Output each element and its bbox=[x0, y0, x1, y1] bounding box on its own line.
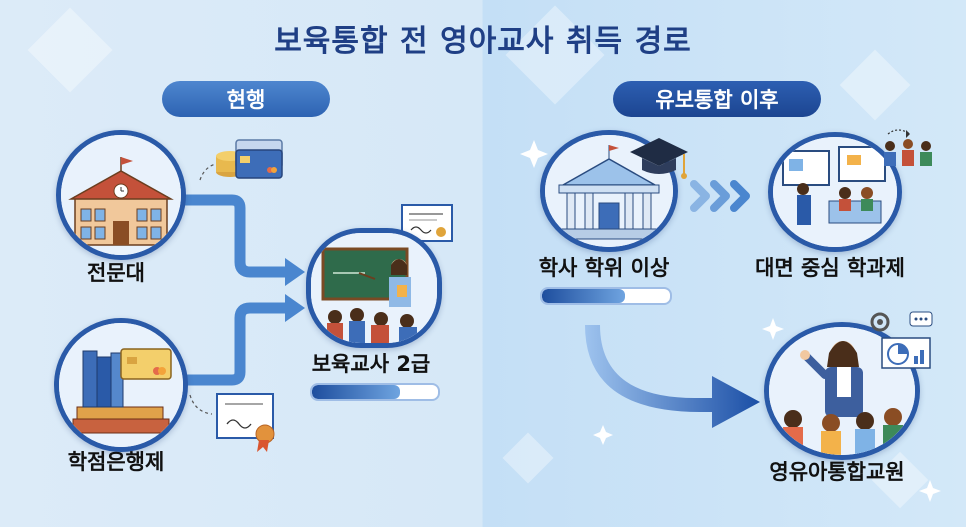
dashed-arrow-bottom bbox=[189, 394, 213, 415]
childcare-teacher-circle bbox=[306, 228, 442, 348]
sparkle-icons bbox=[520, 140, 941, 502]
childcare-teacher-progress-fill bbox=[312, 385, 401, 399]
integrated-teacher-circle bbox=[764, 322, 920, 460]
group-people-icon bbox=[884, 129, 932, 166]
bachelor-progress-fill bbox=[542, 289, 626, 303]
section-pill-current-label: 현행 bbox=[226, 88, 266, 112]
graduation-cap-icon bbox=[630, 138, 688, 179]
section-pill-after-label: 유보통합 이후 bbox=[655, 88, 779, 112]
books-icon bbox=[59, 323, 183, 447]
big-curved-arrow bbox=[585, 325, 760, 428]
university-building-icon bbox=[545, 135, 673, 247]
chevron-arrows-icon bbox=[690, 180, 750, 212]
integrated-teacher-label: 영유아통합교원 bbox=[769, 460, 905, 484]
junior-college-label: 전문대 bbox=[87, 261, 145, 285]
childcare-teacher-label: 보육교사 2급 bbox=[311, 352, 431, 376]
arrow-junior-college-head bbox=[285, 258, 305, 286]
childcare-teacher-progress-bar bbox=[310, 383, 440, 401]
arrow-junior-college bbox=[178, 194, 285, 278]
credit-bank-circle bbox=[54, 318, 188, 452]
school-building-icon bbox=[61, 135, 181, 255]
credit-bank-label: 학점은행제 bbox=[67, 450, 165, 474]
bachelor-progress-bar bbox=[540, 287, 672, 305]
lecture-room-icon bbox=[773, 137, 897, 247]
in-person-dept-circle bbox=[768, 132, 902, 252]
junior-college-circle bbox=[56, 130, 186, 260]
section-pill-current: 현행 bbox=[162, 81, 330, 117]
arrow-credit-bank bbox=[180, 302, 285, 386]
classroom-teacher-icon bbox=[311, 233, 437, 343]
page-title: 보육통합 전 영아교사 취득 경로 bbox=[274, 24, 692, 59]
in-person-dept-label: 대면 중심 학과제 bbox=[755, 256, 905, 280]
arrow-credit-bank-head bbox=[285, 294, 305, 322]
gear-chat-chart-icon bbox=[870, 311, 933, 369]
certificate-ribbon-icon bbox=[216, 393, 275, 452]
bachelor-label: 학사 학위 이상 bbox=[538, 256, 670, 280]
credit-card-coins-icon bbox=[216, 139, 283, 179]
section-pill-after-integration: 유보통합 이후 bbox=[613, 81, 821, 117]
teacher-with-children-icon bbox=[769, 327, 915, 455]
